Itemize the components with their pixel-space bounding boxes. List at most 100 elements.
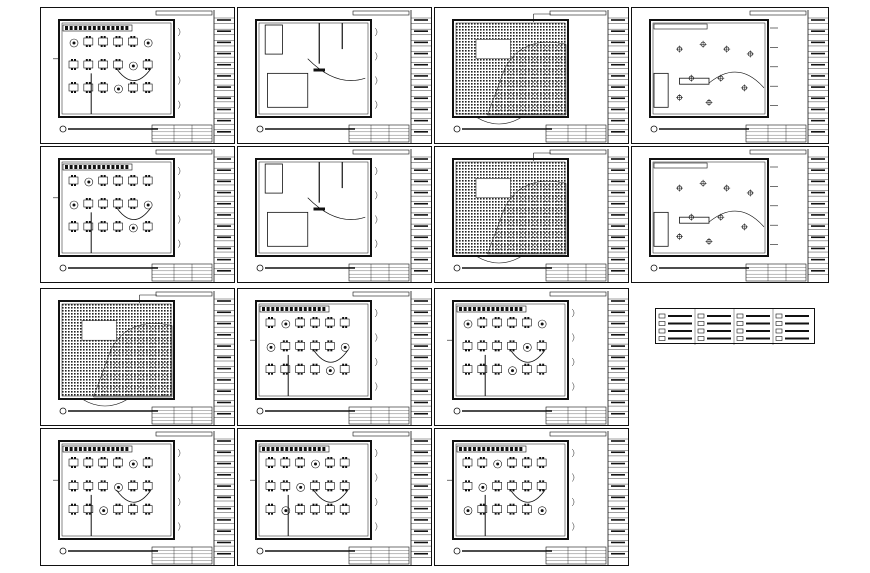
sheet-drawing-A1 [53,10,234,143]
legend-symbol [775,336,783,341]
sheet-header-strip [749,149,807,155]
building-outline [58,158,175,257]
sheet-notes-table [151,124,213,143]
title-block-cells [411,298,431,418]
sheet-drawing-C1 [58,291,234,425]
legend-symbol [736,328,744,334]
furniture-layout [53,445,181,536]
title-block-cells [808,17,828,136]
plan-caption-bubble [650,264,658,272]
legend-symbol [658,321,666,326]
building-outline [649,19,769,118]
plan-caption-bubble [256,407,264,415]
drawing-sheet-B3 [434,146,629,283]
sheet-drawing-D3 [447,431,628,565]
legend-symbol [775,313,783,319]
title-block-cells [214,156,234,275]
furniture-layout [250,445,378,536]
plan-caption-bubble [59,125,67,133]
drawing-sheet-D1 [40,428,235,566]
title-block-cells [608,17,628,136]
drawing-sheet-C1 [40,288,235,426]
drawing-sheet-D2 [237,428,432,566]
plan-caption-bubble [453,407,461,415]
title-block-cells [411,438,431,558]
title-block-cells [411,17,431,136]
sheet-notes-table [348,406,410,425]
inner-wall-line [258,22,369,115]
sheet-header-strip [352,291,410,297]
ceiling-hatch-layout [61,294,173,407]
legend-text-placeholder [668,315,692,317]
sheet-header-strip [549,10,607,16]
drawing-sheet-A2 [237,7,432,144]
drawing-sheet-D3 [434,428,629,566]
ceiling-hatch-layout [455,13,567,125]
sheet-notes-table [745,263,807,282]
legend-symbol [697,321,705,326]
furniture-layout [447,445,575,536]
sheet-notes-table [545,263,607,282]
title-block-cells [411,156,431,275]
legend-symbol [736,313,744,319]
legend-text-placeholder [668,322,692,325]
sheet-header-strip [155,149,213,155]
legend-symbol [697,336,705,341]
building-outline [255,440,372,540]
sheet-drawing-C3 [447,291,628,425]
building-outline [255,300,372,400]
title-block-cells [808,156,828,275]
sheet-header-strip [155,291,213,297]
sheet-notes-table [151,546,213,565]
plan-caption-bubble [59,547,67,555]
furniture-layout [250,305,378,396]
building-outline [58,300,175,400]
furniture-layout [53,163,181,253]
legend-symbol [736,321,744,326]
title-block-cells [608,298,628,418]
inner-wall-line [258,443,369,537]
symbol-legend-table [655,308,815,345]
drawing-sheet-A3 [434,7,629,144]
legend-text-placeholder [785,322,809,325]
sheet-notes-table [545,406,607,425]
legend-text-placeholder [746,315,770,317]
sheet-notes-table [545,546,607,565]
wall-layout [264,162,378,248]
sheet-drawing-B1 [53,149,234,282]
legend-symbol [658,336,666,341]
plan-caption-bubble [256,125,264,133]
sheet-drawing-B2 [255,149,431,282]
legend-symbol [697,313,705,319]
drawing-sheet-B2 [237,146,432,283]
plan-caption-bubble [59,407,67,415]
legend-text-placeholder [785,330,809,332]
sheet-notes-table [348,124,410,143]
sheet-header-strip [549,291,607,297]
drawing-sheet-C3 [434,288,629,426]
plan-caption-bubble [650,125,658,133]
sheet-notes-table [348,263,410,282]
building-outline [255,19,372,118]
sheet-drawing-D1 [53,431,234,565]
building-outline [58,440,175,540]
plan-caption-bubble [453,264,461,272]
inner-wall-line [61,443,172,537]
ceiling-hatch-layout [455,152,567,264]
drawing-sheet-A4 [631,7,829,144]
legend-text-placeholder [668,337,692,340]
legend-text-placeholder [707,315,731,317]
building-outline [58,19,175,118]
sheet-header-strip [352,149,410,155]
sheet-notes-table [151,263,213,282]
inner-wall-line [652,22,766,115]
inner-wall-line [258,303,369,397]
building-outline [649,158,769,257]
plan-caption-bubble [453,547,461,555]
plan-caption-bubble [59,264,67,272]
sheet-drawing-B4 [649,149,828,282]
title-block-cells [608,438,628,558]
legend-symbol [775,328,783,334]
drawing-sheet-A1 [40,7,235,144]
